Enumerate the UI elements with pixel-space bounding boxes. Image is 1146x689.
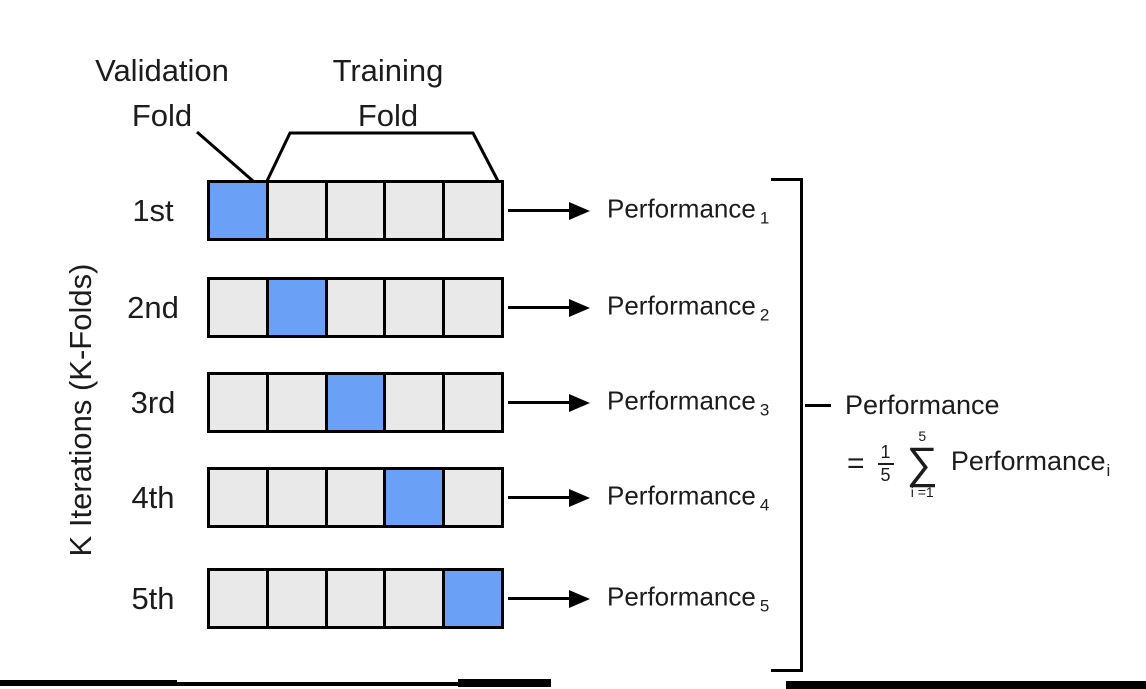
- arrow-head: [569, 589, 590, 608]
- performance-subscript: 1: [759, 208, 770, 227]
- fraction-denominator: 5: [877, 462, 894, 486]
- iteration-label: 4th: [131, 479, 175, 515]
- training-fold-brace: [265, 131, 500, 182]
- training-fold-caption: Training Fold: [278, 48, 498, 138]
- performance-text: Performance: [607, 290, 756, 320]
- fold-boxes: [207, 277, 504, 338]
- term-subscript: i: [1106, 461, 1111, 481]
- arrow-head: [569, 201, 590, 220]
- iteration-label: 5th: [131, 580, 175, 616]
- arrow-shaft: [508, 209, 569, 212]
- validation-fold-box: [386, 470, 443, 525]
- training-fold-box: [268, 183, 325, 238]
- training-fold-box: [386, 183, 443, 238]
- summary-equation: = 1 5 5 ∑ i =1 Performancei: [847, 429, 1110, 499]
- iteration-label: 3rd: [130, 384, 176, 420]
- training-fold-box: [210, 571, 266, 626]
- validation-fold-box: [210, 183, 266, 238]
- arrow-head: [569, 393, 590, 412]
- validation-caption-line1: Validation: [95, 53, 229, 88]
- training-fold-box: [327, 571, 384, 626]
- arrow-head: [569, 298, 590, 317]
- training-fold-box: [327, 183, 384, 238]
- training-fold-box: [268, 375, 325, 430]
- performance-text: Performance: [607, 581, 756, 611]
- performance-subscript: 2: [759, 305, 770, 324]
- bottom-bar-segment: [786, 681, 1146, 689]
- validation-caption-line2: Fold: [131, 98, 193, 133]
- training-fold-box: [445, 183, 501, 238]
- arrow-shaft: [508, 597, 569, 600]
- performance-text: Performance: [607, 480, 756, 510]
- training-caption-line2: Fold: [357, 98, 419, 133]
- fold-boxes: [207, 372, 504, 433]
- performance-subscript: 4: [759, 495, 770, 514]
- performance-text: Performance: [607, 385, 756, 415]
- training-fold-box: [445, 280, 501, 335]
- aggregation-bracket: [771, 178, 803, 672]
- arrow-head: [569, 488, 590, 507]
- fold-boxes: [207, 180, 504, 241]
- performance-subscript: 5: [759, 596, 770, 615]
- training-fold-box: [268, 571, 325, 626]
- bottom-bar-segment: [177, 682, 458, 686]
- fold-boxes: [207, 467, 504, 528]
- term-text: Performance: [950, 446, 1106, 477]
- bottom-bar-segment: [458, 679, 551, 687]
- arrow-right-icon: [508, 589, 590, 608]
- summation-term: Performancei: [951, 446, 1110, 481]
- arrow-shaft: [508, 496, 569, 499]
- training-fold-box: [327, 470, 384, 525]
- validation-callout-line: [196, 130, 254, 183]
- arrow-shaft: [508, 306, 569, 309]
- fold-boxes: [207, 568, 504, 629]
- training-fold-box: [210, 470, 266, 525]
- equals-sign: =: [847, 446, 865, 480]
- training-fold-box: [386, 571, 443, 626]
- training-caption-line1: Training: [332, 53, 444, 88]
- sigma-icon: ∑: [906, 439, 938, 488]
- training-fold-box: [445, 375, 501, 430]
- fraction: 1 5: [877, 442, 894, 486]
- performance-subscript: 3: [759, 400, 770, 419]
- fraction-numerator: 1: [880, 442, 891, 463]
- iteration-label: 2nd: [127, 289, 179, 325]
- training-fold-box: [445, 470, 501, 525]
- summary-formula: Performance = 1 5 5 ∑ i =1 Performancei: [845, 390, 1110, 499]
- training-fold-box: [327, 280, 384, 335]
- validation-fold-caption: Validation Fold: [52, 48, 272, 138]
- iteration-label: 1st: [132, 192, 174, 228]
- training-fold-box: [386, 280, 443, 335]
- training-fold-box: [268, 470, 325, 525]
- arrow-shaft: [508, 401, 569, 404]
- training-fold-box: [210, 375, 266, 430]
- arrow-right-icon: [508, 201, 590, 220]
- arrow-right-icon: [508, 298, 590, 317]
- performance-text: Performance: [607, 193, 756, 223]
- validation-fold-box: [327, 375, 384, 430]
- validation-fold-box: [268, 280, 325, 335]
- aggregation-bracket-tick: [805, 404, 831, 407]
- summation-lower-limit: i =1: [910, 483, 934, 500]
- summation: 5 ∑ i =1: [907, 429, 938, 499]
- training-fold-box: [386, 375, 443, 430]
- bottom-bar-segment: [0, 680, 177, 686]
- summation-upper-limit: 5: [918, 428, 927, 444]
- arrow-right-icon: [508, 393, 590, 412]
- arrow-right-icon: [508, 488, 590, 507]
- validation-fold-box: [445, 571, 501, 626]
- training-fold-box: [210, 280, 266, 335]
- summary-title: Performance: [845, 390, 1000, 420]
